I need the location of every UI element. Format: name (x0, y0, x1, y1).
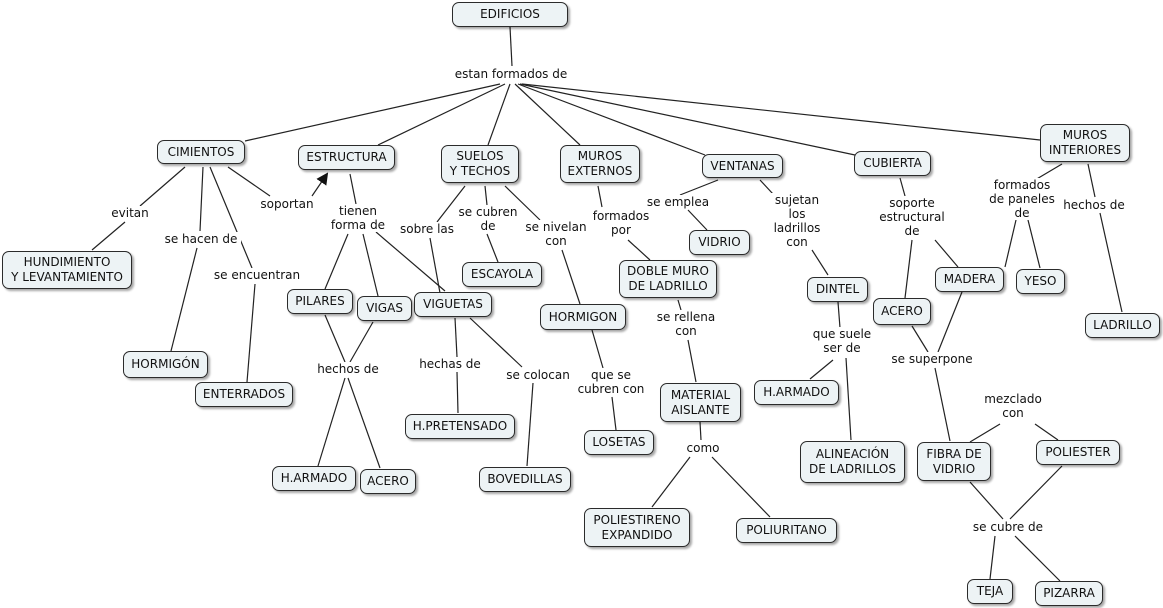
link-hechos-de-muros: hechos de (1059, 198, 1129, 212)
link-se-encuentran: se encuentran (210, 268, 304, 282)
concept-escayola[interactable]: ESCAYOLA (462, 262, 542, 287)
concept-h-armado-estructura[interactable]: H.ARMADO (272, 466, 356, 491)
concept-teja[interactable]: TEJA (967, 579, 1013, 604)
link-se-superpone: se superpone (886, 352, 978, 366)
link-como: como (683, 441, 723, 455)
concept-muros-interiores[interactable]: MUROS INTERIORES (1040, 124, 1130, 162)
concept-fibra-de-vidrio[interactable]: FIBRA DE VIDRIO (917, 442, 991, 481)
concept-acero-estructura[interactable]: ACERO (360, 469, 416, 494)
link-se-hacen-de: se hacen de (161, 232, 241, 246)
concept-madera[interactable]: MADERA (935, 267, 1004, 292)
concept-alineacion[interactable]: ALINEACIÓN DE LADRILLOS (800, 441, 905, 483)
concept-poliester[interactable]: POLIESTER (1036, 440, 1120, 465)
concept-pilares[interactable]: PILARES (287, 289, 353, 314)
link-sujetan-los-ladrillos-con: sujetan los ladrillos con (766, 193, 828, 249)
link-que-se-cubren-con: que se cubren con (572, 368, 650, 396)
link-formados-de-paneles-de: formados de paneles de (985, 178, 1059, 220)
concept-poliuritano[interactable]: POLIURITANO (736, 518, 837, 543)
link-se-cubre-de: se cubre de (966, 520, 1050, 534)
concept-poliestireno[interactable]: POLIESTIRENO EXPANDIDO (584, 508, 690, 547)
concept-suelos-y-techos[interactable]: SUELOS Y TECHOS (441, 145, 519, 183)
concept-material-aislante[interactable]: MATERIAL AISLANTE (660, 383, 741, 422)
concept-enterrados[interactable]: ENTERRADOS (195, 382, 293, 407)
concept-yeso[interactable]: YESO (1016, 269, 1065, 294)
link-se-rellena-con: se rellena con (652, 310, 720, 338)
concept-vidrio[interactable]: VIDRIO (689, 230, 750, 255)
concept-losetas[interactable]: LOSETAS (584, 430, 654, 455)
link-soportan: soportan (256, 197, 318, 211)
link-se-cubren-de: se cubren de (455, 205, 521, 233)
concept-hormigon[interactable]: HORMIGON (540, 304, 626, 330)
concept-acero-cubierta[interactable]: ACERO (873, 298, 931, 325)
concept-dintel[interactable]: DINTEL (807, 277, 868, 302)
concept-doble-muro[interactable]: DOBLE MURO DE LADRILLO (619, 260, 717, 298)
link-tienen-forma-de: tienen forma de (325, 204, 391, 232)
link-evitan: evitan (108, 206, 152, 220)
link-hechas-de: hechas de (415, 357, 485, 371)
concept-h-pretensado[interactable]: H.PRETENSADO (405, 414, 515, 439)
link-que-suele-ser-de: que suele ser de (808, 327, 876, 355)
concept-bovedillas[interactable]: BOVEDILLAS (479, 467, 571, 492)
concept-cimientos[interactable]: CIMIENTOS (157, 140, 245, 164)
concept-muros-externos[interactable]: MUROS EXTERNOS (560, 145, 640, 183)
concept-viguetas[interactable]: VIGUETAS (414, 292, 492, 317)
concept-hundimiento[interactable]: HUNDIMIENTO Y LEVANTAMIENTO (2, 251, 132, 289)
link-se-nivelan-con: se nivelan con (520, 220, 592, 248)
concept-ladrillo[interactable]: LADRILLO (1085, 313, 1160, 338)
concept-hormigon-cimientos[interactable]: HORMIGÓN (123, 351, 208, 378)
concept-estructura[interactable]: ESTRUCTURA (298, 145, 395, 170)
link-mezclado-con: mezclado con (978, 392, 1048, 420)
concept-vigas[interactable]: VIGAS (357, 296, 412, 321)
concept-h-armado-dintel[interactable]: H.ARMADO (754, 380, 839, 405)
concept-ventanas[interactable]: VENTANAS (702, 154, 783, 178)
concept-cubierta[interactable]: CUBIERTA (854, 151, 931, 176)
link-sobre-las: sobre las (396, 222, 458, 236)
link-se-emplea: se emplea (642, 195, 714, 209)
concept-pizarra[interactable]: PIZARRA (1035, 581, 1103, 606)
link-estan-formados-de: estan formados de (451, 67, 571, 81)
link-hechos-de-estructura: hechos de (314, 362, 382, 376)
link-formados-por: formados por (588, 209, 654, 237)
link-soporte-estructural-de: soporte estructural de (875, 196, 949, 238)
concept-edificios[interactable]: EDIFICIOS (452, 2, 568, 27)
link-se-colocan: se colocan (501, 368, 575, 382)
